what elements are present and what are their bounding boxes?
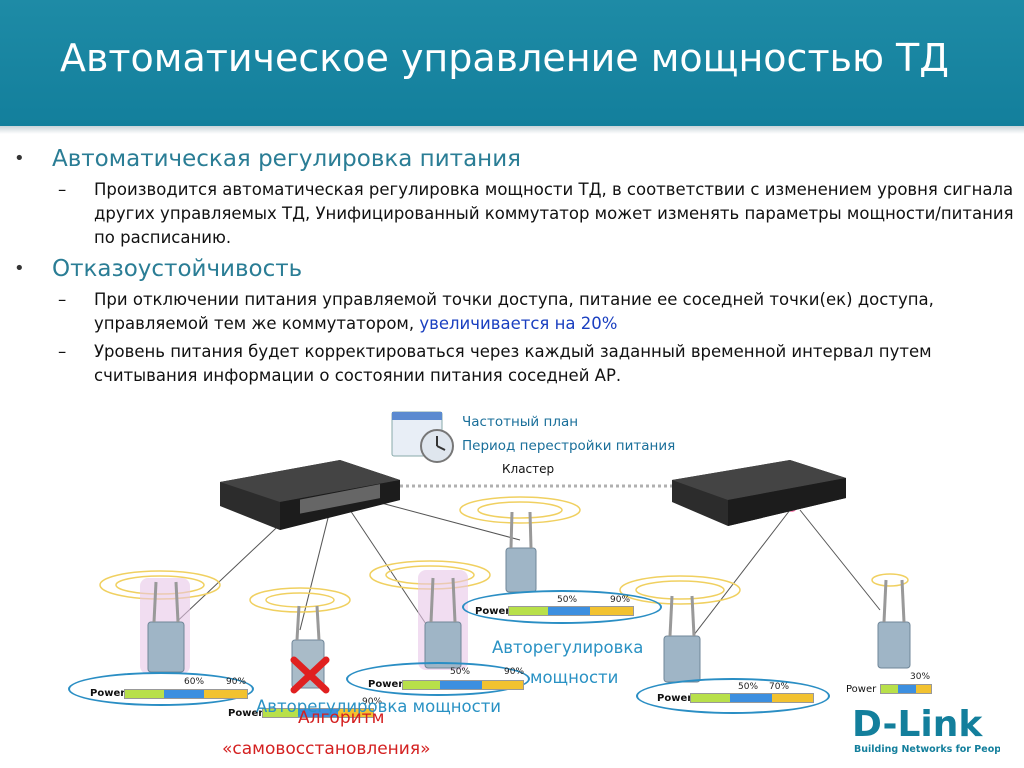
power-ellipse [636,678,830,714]
power-bar [880,684,932,694]
dlink-logo: D-Link Building Networks for People [852,700,1011,756]
power-label: Power [846,684,877,695]
dash-marker: – [58,342,67,361]
logo-tagline: Building Networks for People [854,744,1000,755]
schedule-clock-icon [391,411,454,463]
power-label: Power [657,693,693,704]
power-bar [262,708,374,718]
switch-right-icon [672,460,846,526]
sub-bullet-failover-desc: – При отключении питания управляемой точ… [14,288,1014,336]
logo-text: D-Link [852,704,983,745]
ap-failure-x-icon [290,656,330,694]
power-label: Power [228,708,264,719]
power-bar [690,693,814,703]
power-label: Power [90,688,126,699]
sub-bullet-interval-desc: – Уровень питания будет корректироваться… [14,340,1014,388]
power-bar [402,680,524,690]
power-ellipse [346,662,530,696]
dlink-logo-graphic: D-Link Building Networks for People [852,704,1011,755]
port-marker [360,498,370,508]
self-heal-label-line2: «самовосстановления» [222,739,431,759]
power-pct: 70% [769,682,790,692]
power-label: Power [368,679,404,690]
title-bar: Автоматическое управление мощностью ТД [0,0,1024,126]
page-title: Автоматическое управление мощностью ТД [60,36,949,80]
schedule-label-freq: Частотный план [462,414,579,430]
auto-adjust-label-line1: Авторегулировка [492,638,644,657]
auto-adjust-label-line2: мощности [530,668,619,687]
power-label: Power [475,606,511,617]
power-pct: 50% [738,682,759,692]
power-pct: 50% [450,667,471,677]
power-ellipse [462,590,662,624]
sub-bullet-auto-power-desc: – Производится автоматическая регулировк… [14,178,1014,250]
cluster-label: Кластер [502,462,555,476]
self-heal-label-line1: Алгоритм [298,708,385,728]
power-ellipse [68,672,254,706]
sub-bullet-text: Производится автоматическая регулировка … [94,180,1014,247]
power-pct: 30% [910,672,931,682]
power-bar [508,606,634,616]
highlight-increase: увеличивается на 20% [419,314,618,333]
power-pct: 90% [226,677,247,687]
switch-left-icon [220,460,400,530]
dash-marker: – [58,290,67,309]
dash-marker: – [58,180,67,199]
power-pct: 90% [610,595,631,605]
bullet-auto-power: Автоматическая регулировка питания [14,144,1014,174]
power-bar [124,689,248,699]
bullet-failover: Отказоустойчивость [14,254,1014,284]
power-pct: 90% [504,667,525,677]
power-pct: 50% [557,595,578,605]
port-marker [787,502,797,512]
schedule-label-period: Период перестройки питания [462,438,676,454]
power-pct: 60% [184,677,205,687]
sub-bullet-text: При отключении питания управляемой точки… [94,290,934,333]
power-pct: 90% [362,697,383,707]
header-divider [0,126,1024,134]
sub-bullet-text: Уровень питания будет корректироваться ч… [94,342,932,385]
bullet-list: Автоматическая регулировка питания – Про… [14,144,1014,392]
auto-adjust-label-left: Авторегулировка мощности [256,697,502,716]
